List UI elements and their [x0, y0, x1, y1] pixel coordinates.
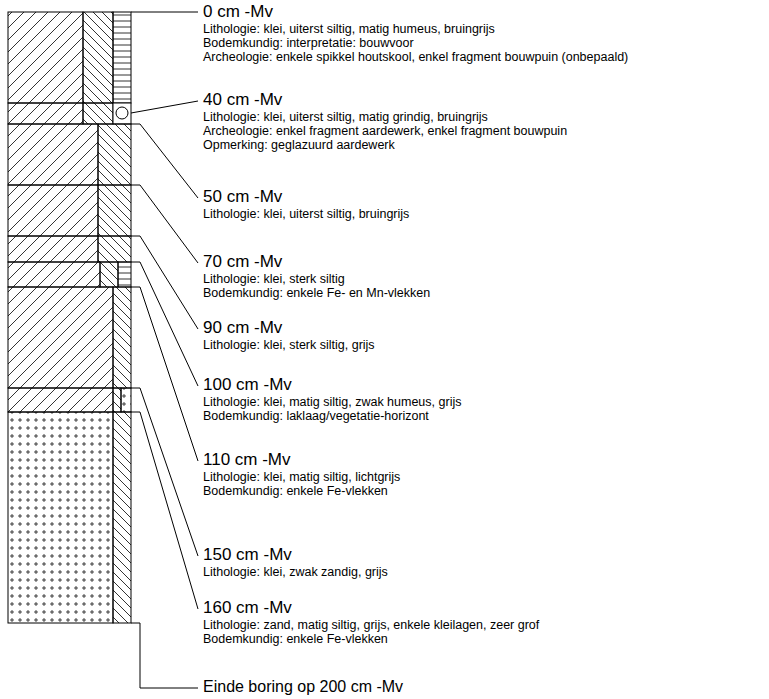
- layer-description: Bodemkundig: enkele Fe-vlekken: [203, 632, 388, 646]
- depth-label: 90 cm -Mv: [203, 318, 282, 338]
- layer-description: Lithologie: klei, matig siltig, lichtgri…: [203, 470, 400, 484]
- layer-description: Lithologie: klei, matig siltig, zwak hum…: [203, 395, 461, 409]
- layer-description: Lithologie: klei, uiterst siltig, bruing…: [203, 207, 409, 221]
- layer-description: Lithologie: klei, zwak zandig, grijs: [203, 565, 388, 579]
- depth-label: 50 cm -Mv: [203, 187, 282, 207]
- layer-description: Bodemkundig: enkele Fe- en Mn-vlekken: [203, 286, 430, 300]
- depth-label: 110 cm -Mv: [203, 450, 291, 470]
- layer-description: Archeologie: enkele spikkel houtskool, e…: [203, 50, 628, 64]
- depth-label: 70 cm -Mv: [203, 252, 282, 272]
- end-label: Einde boring op 200 cm -Mv: [203, 678, 403, 696]
- layer-description: Lithologie: klei, sterk siltig: [203, 272, 345, 286]
- depth-label: 100 cm -Mv: [203, 375, 292, 395]
- depth-label: 160 cm -Mv: [203, 598, 292, 618]
- layer-description: Opmerking: geglazuurd aardewerk: [203, 138, 395, 152]
- depth-label: 40 cm -Mv: [203, 90, 282, 110]
- layer-description: Lithologie: klei, uiterst siltig, matig …: [203, 110, 488, 124]
- layer-description: Lithologie: klei, sterk siltig, grijs: [203, 338, 375, 352]
- layer-description: Lithologie: zand, matig siltig, grijs, e…: [203, 618, 539, 632]
- depth-label: 150 cm -Mv: [203, 545, 292, 565]
- layer-description: Archeologie: enkel fragment aardewerk, e…: [203, 124, 567, 138]
- depth-label: 0 cm -Mv: [203, 2, 273, 22]
- layer-description: Bodemkundig: enkele Fe-vlekken: [203, 484, 388, 498]
- layer-description: Lithologie: klei, uiterst siltig, matig …: [203, 22, 495, 36]
- leader-lines: [131, 12, 198, 688]
- layer-description: Bodemkundig: interpretatie: bouwvoor: [203, 36, 414, 50]
- layer-description: Bodemkundig: laklaag/vegetatie-horizont: [203, 409, 429, 423]
